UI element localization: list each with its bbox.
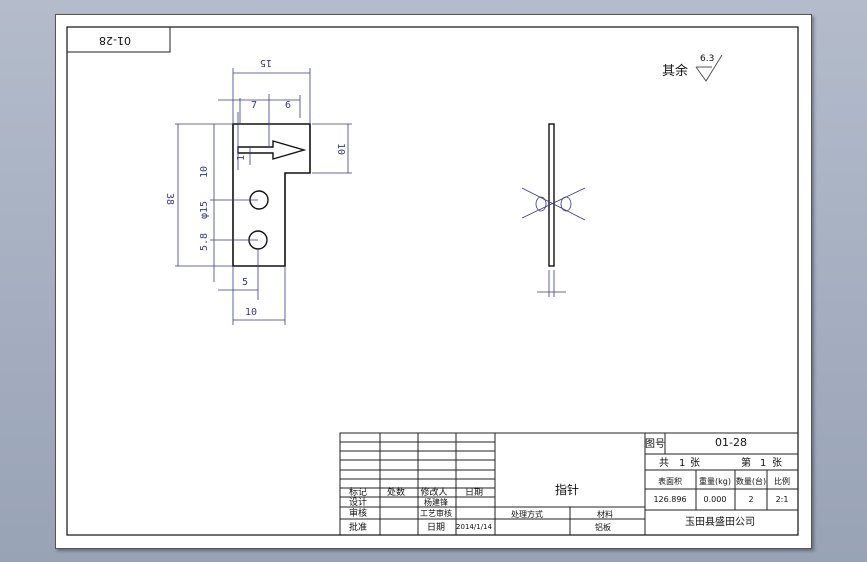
row-design: 设计 xyxy=(349,496,367,508)
part-name: 指针 xyxy=(555,482,579,497)
pointer-arrow xyxy=(237,140,307,160)
treatment-label: 处理方式 xyxy=(511,509,543,519)
designer: 杨建锋 xyxy=(424,497,448,507)
dim-hole-pitch: φ15 xyxy=(199,201,210,219)
dim-right-height: 10 xyxy=(335,143,346,155)
dim-hole-offset: 5.8 xyxy=(199,233,210,251)
meta-header-area: 表面积 xyxy=(658,476,682,486)
roughness-symbol-icon xyxy=(695,54,723,82)
title-block-text: 指针 图号 01-28 共 1 张 第 1 张 表面积 重量(kg) 数量(台)… xyxy=(349,436,790,533)
roughness-value: 6.3 xyxy=(700,54,714,64)
drawing-frame xyxy=(66,26,799,536)
meta-header-weight: 重量(kg) xyxy=(699,476,731,486)
dim-bottom-width: 10 xyxy=(245,307,257,318)
sheet-no-label: 第 xyxy=(741,456,751,469)
material-value: 铝板 xyxy=(595,522,611,532)
dim-bottom-offset: 5 xyxy=(242,277,248,288)
sheet-no-unit: 张 xyxy=(772,457,782,469)
meta-value-area: 126.896 xyxy=(653,495,686,504)
row-audit: 审核 xyxy=(349,507,367,519)
row-approve: 批准 xyxy=(349,521,367,533)
material-label: 材料 xyxy=(597,509,613,519)
date-value: 2014/1/14 xyxy=(456,523,492,531)
meta-header-qty: 数量(台) xyxy=(736,476,766,486)
meta-header-scale: 比例 xyxy=(774,476,790,486)
code-box-text: 01-28 xyxy=(99,34,131,47)
dim-overall-width: 15 xyxy=(260,57,272,68)
col-header-modifier: 修改人 xyxy=(420,486,447,498)
code-box: 01-28 xyxy=(66,26,171,53)
sheets-total-label: 共 xyxy=(659,457,669,469)
part-outline xyxy=(232,123,311,267)
dim-upper-left: 7 xyxy=(251,100,257,111)
meta-value-scale: 2:1 xyxy=(776,495,789,504)
code-label: 图号 xyxy=(645,438,665,450)
code-value: 01-28 xyxy=(715,436,747,449)
col-header-mark: 标记 xyxy=(349,486,367,498)
dimension-texts: 15 7 6 38 10 10 1 φ15 5.8 5 10 xyxy=(164,57,346,318)
dim-arrow-thickness: 1 xyxy=(236,155,247,161)
col-header-count: 处数 xyxy=(387,486,405,498)
sheet-no-value: 1 xyxy=(760,458,766,469)
date-label: 日期 xyxy=(427,522,445,533)
title-block xyxy=(339,432,799,536)
sheets-total-unit: 张 xyxy=(690,457,700,469)
dim-left-height: 10 xyxy=(199,166,210,178)
sheets-total-value: 1 xyxy=(679,458,685,469)
col-header-date: 日期 xyxy=(465,487,483,498)
process-audit: 工艺审核 xyxy=(420,508,452,518)
roughness-label: 其余 xyxy=(662,63,688,79)
part-side-view xyxy=(521,123,586,297)
dim-upper-right: 6 xyxy=(285,100,291,111)
meta-value-weight: 0.000 xyxy=(704,495,727,504)
company-name: 玉田县盛田公司 xyxy=(685,515,755,528)
meta-value-qty: 2 xyxy=(748,495,753,504)
dim-height-total: 38 xyxy=(164,193,175,205)
part-front-view xyxy=(232,123,311,267)
roughness-note: 其余 6.3 xyxy=(662,54,723,82)
dimension-lines xyxy=(175,68,352,325)
